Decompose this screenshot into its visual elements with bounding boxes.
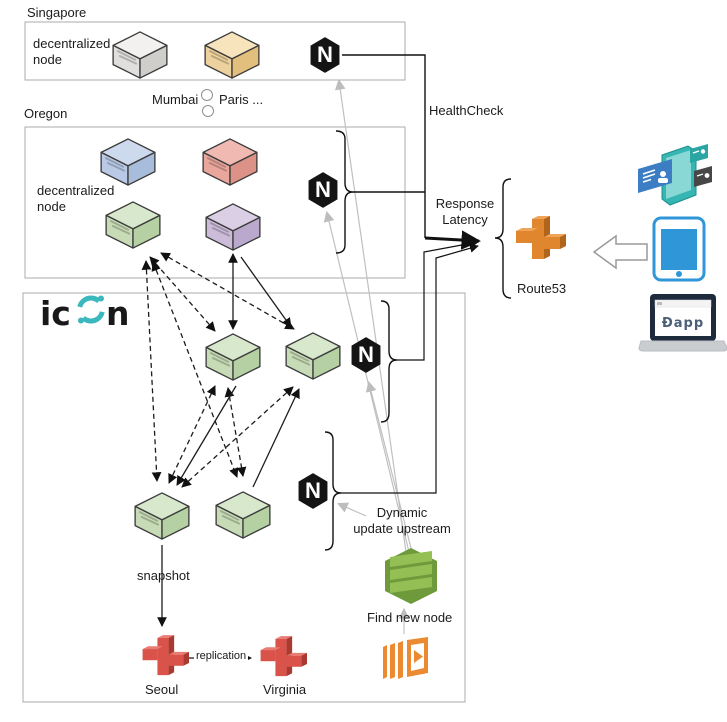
- region-dot-paris: [202, 105, 214, 117]
- dynamic-update-label: Dynamic update upstream: [350, 505, 454, 538]
- dynamic-update-line2: update upstream: [353, 521, 451, 537]
- node-cube-mid-2: [285, 332, 341, 380]
- request-arrow-icon: [592, 234, 648, 270]
- route53-icon: [516, 216, 566, 259]
- dapp-label: Đapp: [662, 316, 704, 331]
- node-cube-oregon-blue: [100, 138, 156, 186]
- mumbai-label: Mumbai: [152, 92, 199, 107]
- icon-logo-text-left: ic: [40, 294, 71, 333]
- dapp-id-cards-icon: [638, 144, 712, 206]
- route53-label: Route53: [517, 281, 567, 296]
- smartphone-icon: [652, 216, 706, 282]
- icon-logo: ic n: [40, 294, 130, 333]
- ecs-icon: [385, 548, 437, 604]
- grouping-brace-low: [324, 431, 342, 551]
- singapore-region-title: Singapore: [27, 5, 87, 20]
- nginx-icons: [298, 37, 381, 509]
- node-cube-low-2: [215, 491, 271, 539]
- nginx-icon-oregon: [308, 172, 338, 208]
- node-cube-oregon-purple: [205, 203, 261, 251]
- replication-label: replication: [194, 650, 249, 664]
- paris-label: Paris ...: [219, 92, 264, 107]
- response-latency-label: Response Latency: [435, 196, 495, 228]
- aws-service-icon: [383, 637, 428, 679]
- icon-logo-text-right: n: [106, 294, 130, 333]
- node-cube-low-1: [134, 492, 190, 540]
- grouping-braces: [324, 130, 512, 551]
- mesh-arrows: [141, 252, 300, 488]
- laptop-dapp-icon: Đapp: [638, 294, 727, 352]
- find-new-node-label: Find new node: [367, 610, 453, 625]
- node-cube-singapore-2: [204, 31, 260, 79]
- snapshot-label: snapshot: [137, 568, 190, 583]
- nginx-icon-singapore: [310, 37, 340, 73]
- oregon-region-title: Oregon: [24, 106, 68, 121]
- database-virginia-icon: [260, 636, 307, 677]
- grouping-brace-route53: [494, 178, 512, 299]
- node-cube-mid-1: [205, 333, 261, 381]
- gray-update-lines: [323, 78, 413, 634]
- route53-connectors: [341, 54, 481, 494]
- node-cube-oregon-red: [202, 138, 258, 186]
- virginia-label: Virginia: [263, 682, 307, 697]
- grouping-brace-mid: [380, 300, 398, 423]
- singapore-region-box: [24, 21, 406, 81]
- icon-logo-ring: [77, 295, 105, 324]
- storage-arrows: [157, 545, 252, 663]
- singapore-node-label: decentralized node: [33, 36, 111, 68]
- seoul-label: Seoul: [145, 682, 179, 697]
- database-seoul-icon: [142, 635, 189, 676]
- dynamic-update-line1: Dynamic: [376, 505, 428, 520]
- grouping-brace-oregon: [335, 130, 354, 254]
- nginx-icon-low: [298, 473, 328, 509]
- healthcheck-label: HealthCheck: [429, 103, 504, 118]
- region-dot-mumbai: [201, 89, 213, 101]
- oregon-node-label: decentralized node: [37, 183, 115, 215]
